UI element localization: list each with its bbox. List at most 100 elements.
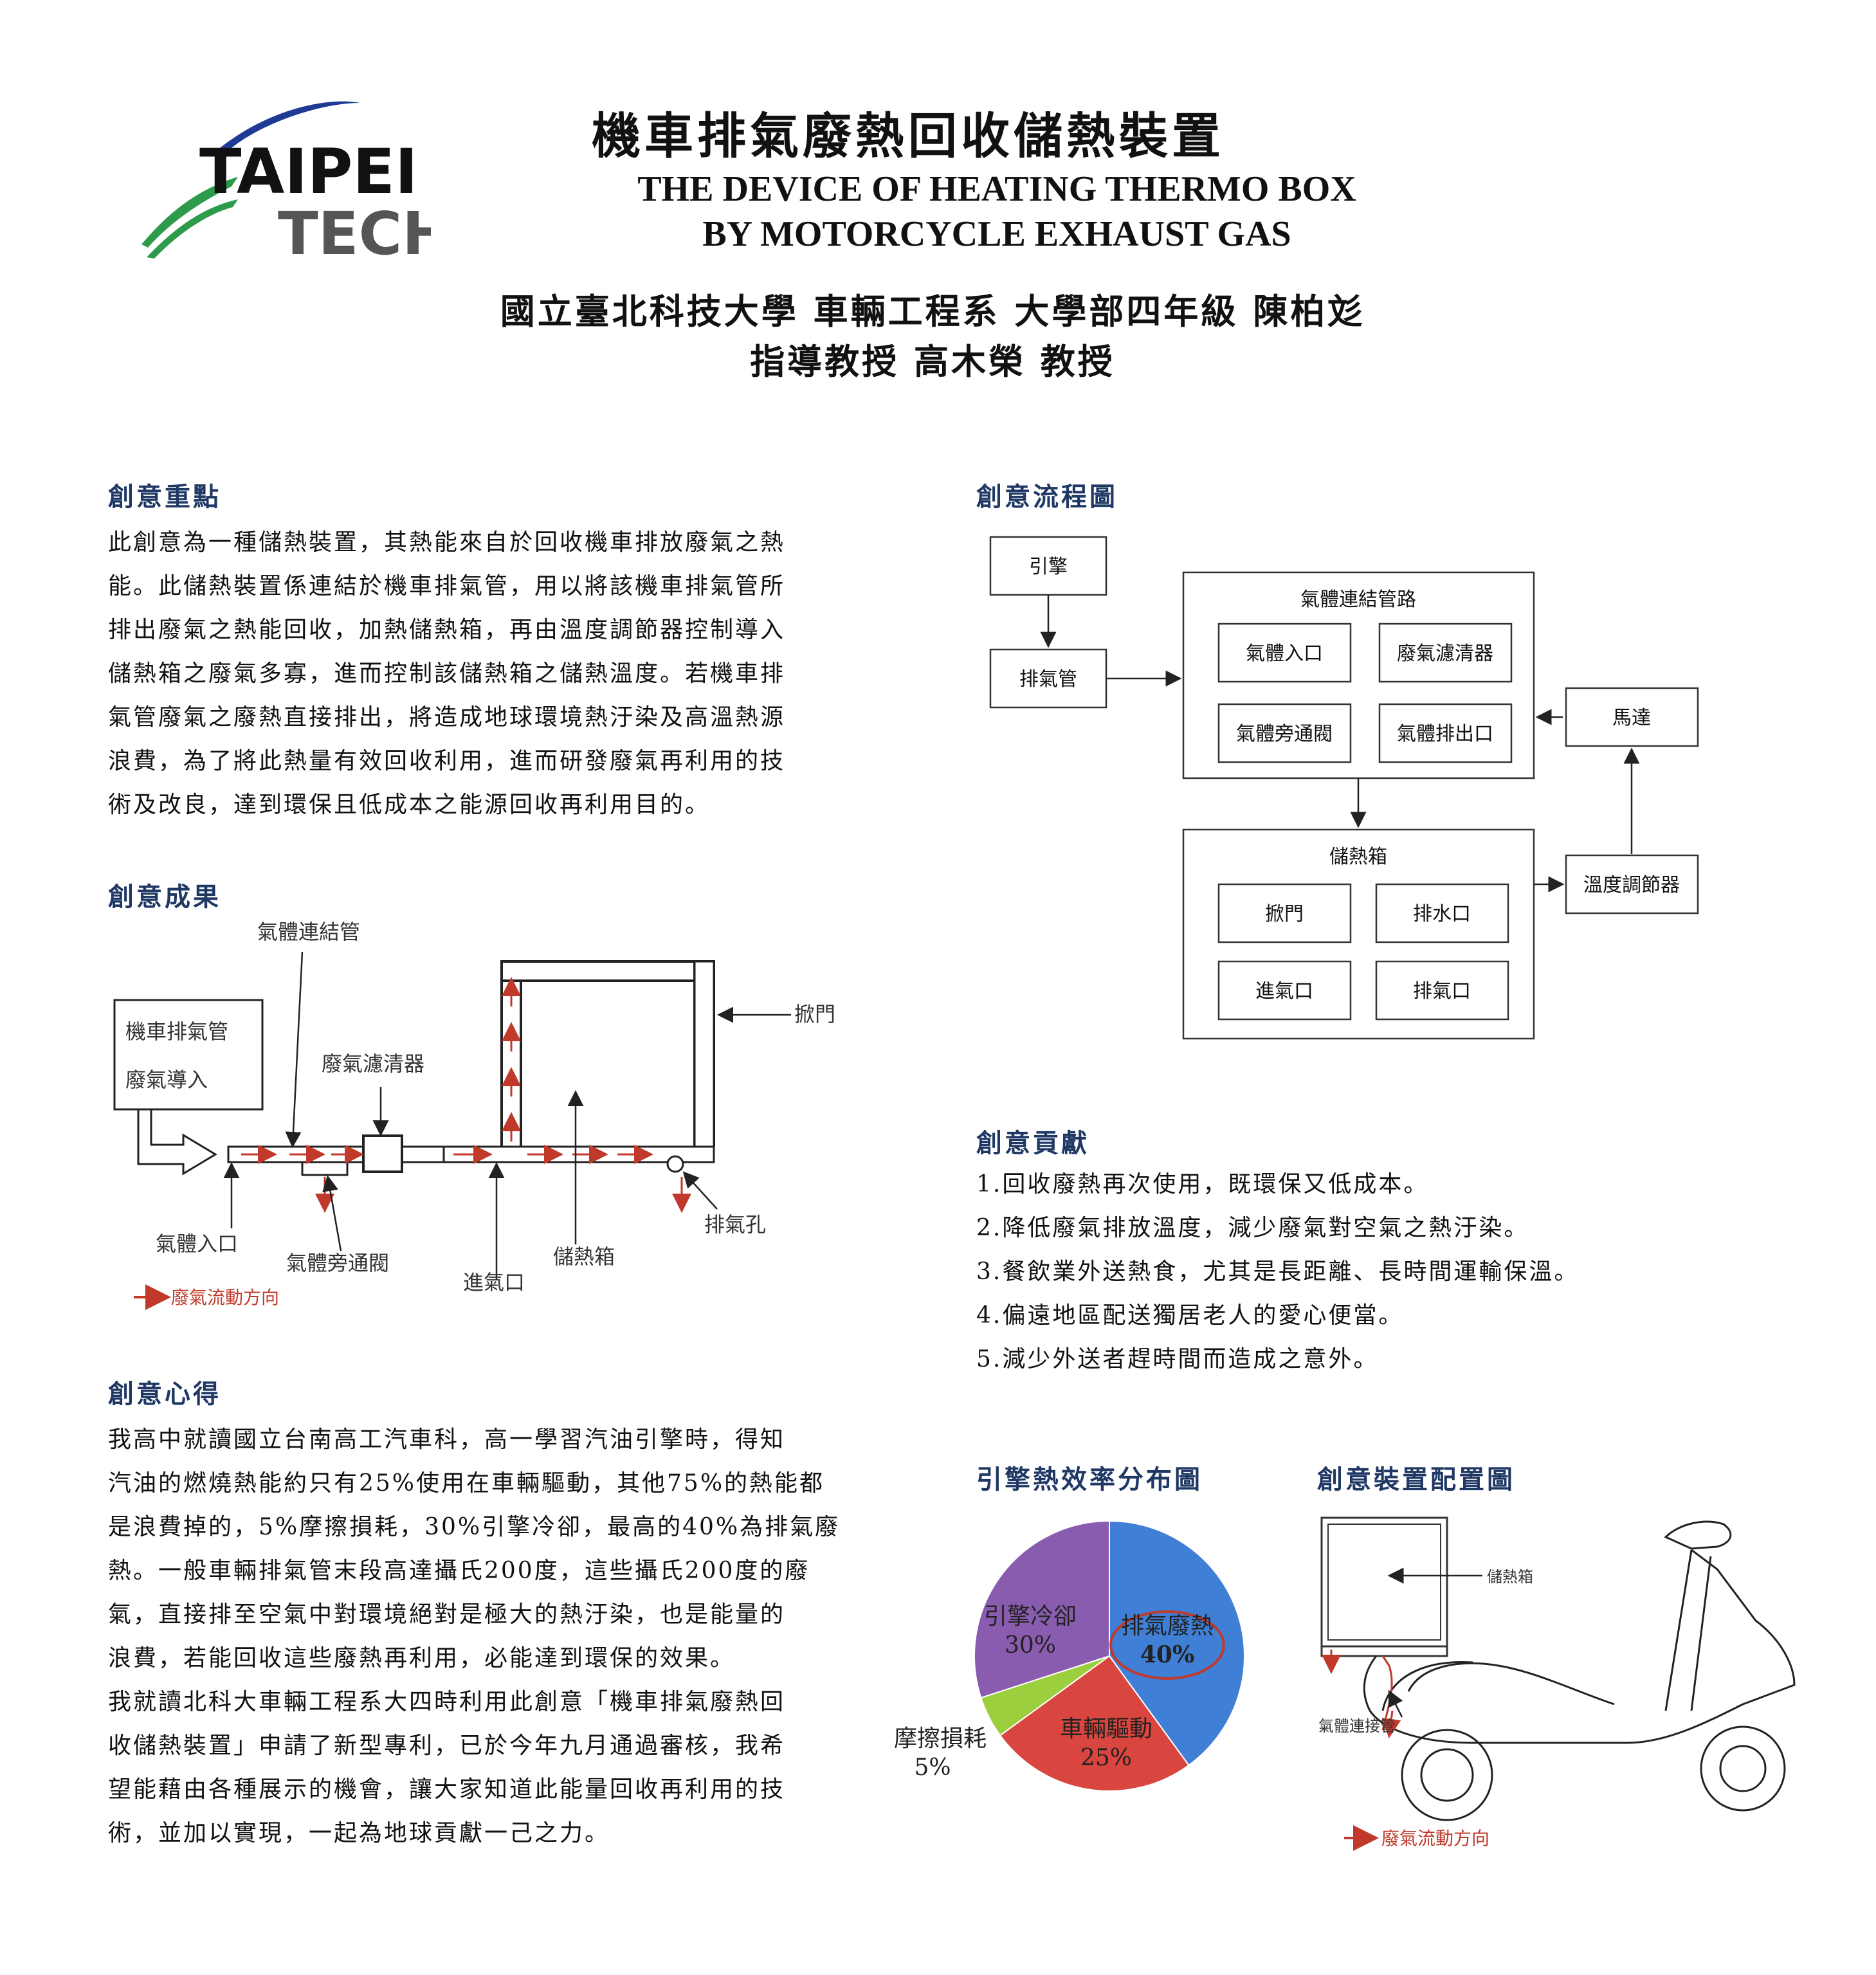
label-bypass: 氣體旁通閥 <box>286 1251 389 1275</box>
pie-slice-value: 40% <box>1140 1641 1194 1668</box>
node-door <box>1217 883 1352 943</box>
pie-slice <box>999 1655 1190 1792</box>
node-bypass <box>1217 703 1352 763</box>
label-exhaust-port: 排氣口 <box>1413 980 1471 1003</box>
pie-slice-label: 引擎冷卻 <box>984 1603 1077 1630</box>
contribution-item: 3.餐飲業外送熱食，尤其是長距離、長時間運輸保溫。 <box>976 1259 1580 1285</box>
contribution-heading: 創意貢獻 <box>976 1128 1089 1158</box>
node-engine <box>989 536 1107 596</box>
inlet-box <box>113 999 264 1111</box>
pie-slice-label: 排氣廢熱 <box>1121 1613 1214 1639</box>
label-exhaust-pipe: 排氣管 <box>1019 668 1077 691</box>
advisor-line: 指導教授 高木榮 教授 <box>750 341 1115 382</box>
node-gas-inlet <box>1217 623 1352 683</box>
key-points-line: 浪費，為了將此熱量有效回收利用，進而研發廢氣再利用的技 <box>108 748 786 774</box>
node-exhaust-port <box>1375 960 1509 1021</box>
label-filter: 廢氣濾清器 <box>322 1051 424 1076</box>
scooter-label-pipe: 氣體連接管 <box>1318 1717 1396 1735</box>
node-filter <box>1378 623 1513 683</box>
label-temp-controller: 溫度調節器 <box>1583 874 1680 896</box>
key-points-line: 此創意為一種儲熱裝置，其熱能來自於回收機車排放廢氣之熱 <box>108 529 786 556</box>
key-points-text: 此創意為一種儲熱裝置，其熱能來自於回收機車排放廢氣之熱 能。此儲熱裝置係連結於機… <box>108 521 880 827</box>
inlet-box-line1: 機車排氣管 <box>125 1019 228 1044</box>
node-drain <box>1375 883 1509 943</box>
scooter-label-box: 儲熱箱 <box>1487 1568 1533 1586</box>
inlet-box-line2: 廢氣導入 <box>125 1068 208 1092</box>
page-title: 機車排氣廢熱回收儲熱裝置 <box>592 107 1225 165</box>
reflection-line: 望能藉由各種展示的機會，讓大家知道此能量回收再利用的技 <box>108 1776 786 1803</box>
inlet-hollow-arrow <box>137 1109 217 1176</box>
label-air-in: 進氣口 <box>463 1270 525 1295</box>
flowchart-diagram: 引擎 排氣管 氣體連結管路 氣體入口 廢氣濾清器 氣體旁通閥 氣體排出口 馬達 … <box>971 514 1711 1055</box>
logo-swoosh-green <box>141 177 238 248</box>
label-pipe: 氣體連結管 <box>257 920 360 944</box>
node-temp-controller <box>1565 854 1699 915</box>
english-title-line1: THE DEVICE OF HEATING THERMO BOX <box>637 169 1356 209</box>
reflection-line: 汽油的燃燒熱能約只有25%使用在車輛驅動，其他75%的熱能都 <box>108 1470 825 1497</box>
key-points-line: 術及改良，達到環保且低成本之能源回收再利用目的。 <box>108 792 711 818</box>
label-motor: 馬達 <box>1612 707 1651 729</box>
pie-slice-value: 30% <box>1005 1632 1056 1659</box>
label-exhaust-hole: 排氣孔 <box>704 1212 766 1237</box>
scooter-thermo-box <box>1320 1516 1448 1648</box>
label-gas-outlet: 氣體排出口 <box>1397 723 1493 745</box>
label-box: 儲熱箱 <box>553 1244 615 1269</box>
reflection-line: 收儲熱裝置」申請了新型專利，已於今年九月通過審核，我希 <box>108 1733 786 1759</box>
label-gas-inlet: 氣體入口 <box>156 1232 238 1256</box>
contribution-item: 5.減少外送者趕時間而造成之意外。 <box>976 1346 1379 1372</box>
filter-block <box>362 1134 403 1173</box>
flowchart-heading: 創意流程圖 <box>976 482 1118 512</box>
pie-slice-value: 5% <box>914 1754 951 1781</box>
reflection-line: 氣，直接排至空氣中對環境絕對是極大的熱汙染，也是能量的 <box>108 1601 786 1628</box>
pie-slice <box>974 1520 1110 1699</box>
contribution-item: 1.回收廢熱再次使用，既環保又低成本。 <box>976 1171 1429 1197</box>
key-points-line: 排出廢氣之熱能回收，加熱儲熱箱，再由溫度調節器控制導入 <box>108 617 786 643</box>
exhaust-hole <box>666 1155 684 1173</box>
pie-slice-label: 車輛驅動 <box>1060 1716 1152 1742</box>
logo-taipei: TAIPEI <box>199 136 418 208</box>
logo-swoosh-blue <box>212 101 360 154</box>
scooter-diagram: 儲熱箱 氣體連接管 廢氣流動方向 <box>1306 1498 1820 1859</box>
thermo-box <box>500 960 715 1147</box>
author-line: 國立臺北科技大學 車輛工程系 大學部四年級 陳柏彣 <box>500 291 1365 332</box>
label-filter: 廢氣濾清器 <box>1397 642 1493 665</box>
contribution-list: 1.回收廢熱再次使用，既環保又低成本。 2.降低廢氣排放溫度，減少廢氣對空氣之熱… <box>976 1163 1812 1381</box>
contribution-item: 4.偏遠地區配送獨居老人的愛心便當。 <box>976 1302 1404 1329</box>
label-gas-inlet: 氣體入口 <box>1246 642 1323 665</box>
node-gas-outlet <box>1378 703 1513 763</box>
node-exhaust-pipe <box>989 648 1107 709</box>
key-points-line: 能。此儲熱裝置係連結於機車排氣管，用以將該機車排氣管所 <box>108 573 786 599</box>
reflection-text: 我高中就讀國立台南高工汽車科，高一學習汽油引擎時，得知 汽油的燃燒熱能約只有25… <box>108 1418 880 1855</box>
label-air-in: 進氣口 <box>1255 980 1313 1003</box>
pie-slice-value: 25% <box>1080 1745 1132 1771</box>
node-air-in <box>1217 960 1352 1021</box>
reflection-line: 浪費，若能回收這些廢熱再利用，必能達到環保的效果。 <box>108 1645 736 1671</box>
key-points-line: 儲熱箱之廢氣多寡，進而控制該儲熱箱之儲熱溫度。若機車排 <box>108 660 786 687</box>
english-title-line2: BY MOTORCYCLE EXHAUST GAS <box>702 214 1291 254</box>
label-door: 掀門 <box>1265 903 1304 925</box>
reflection-line: 是浪費掉的，5%摩擦損耗，30%引擎冷卻，最高的40%為排氣廢 <box>108 1514 841 1540</box>
device-diagram: 機車排氣管 廢氣導入 <box>103 900 836 1312</box>
key-points-line: 氣管廢氣之廢熱直接排出，將造成地球環境熱汙染及高溫熱源 <box>108 704 786 731</box>
label-storage-group: 儲熱箱 <box>1329 846 1387 868</box>
pie-highlight <box>1109 1610 1225 1680</box>
results-heading: 創意成果 <box>108 882 221 912</box>
label-engine: 引擎 <box>1029 556 1068 578</box>
pie-slice-label: 摩擦損耗 <box>894 1725 987 1752</box>
scooter-front-wheel <box>1700 1725 1786 1812</box>
reflection-line: 我就讀北科大車輛工程系大四時利用此創意「機車排氣廢熱回 <box>108 1689 786 1715</box>
logo-tech: TECH <box>278 199 431 264</box>
logo: TAIPEI TECH <box>135 96 451 268</box>
key-points-heading: 創意重點 <box>108 482 221 512</box>
reflection-heading: 創意心得 <box>108 1379 221 1409</box>
label-door: 掀門 <box>794 1002 835 1026</box>
layout-heading: 創意裝置配置圖 <box>1317 1464 1515 1495</box>
scooter-rear-wheel <box>1401 1729 1493 1821</box>
label-pipeline-group: 氣體連結管路 <box>1300 588 1416 611</box>
scooter-legend-label: 廢氣流動方向 <box>1381 1828 1489 1849</box>
reflection-line: 我高中就讀國立台南高工汽車科，高一學習汽油引擎時，得知 <box>108 1426 786 1453</box>
bypass-valve <box>301 1161 349 1176</box>
pie-slice <box>1109 1520 1245 1767</box>
label-drain: 排水口 <box>1413 903 1471 925</box>
